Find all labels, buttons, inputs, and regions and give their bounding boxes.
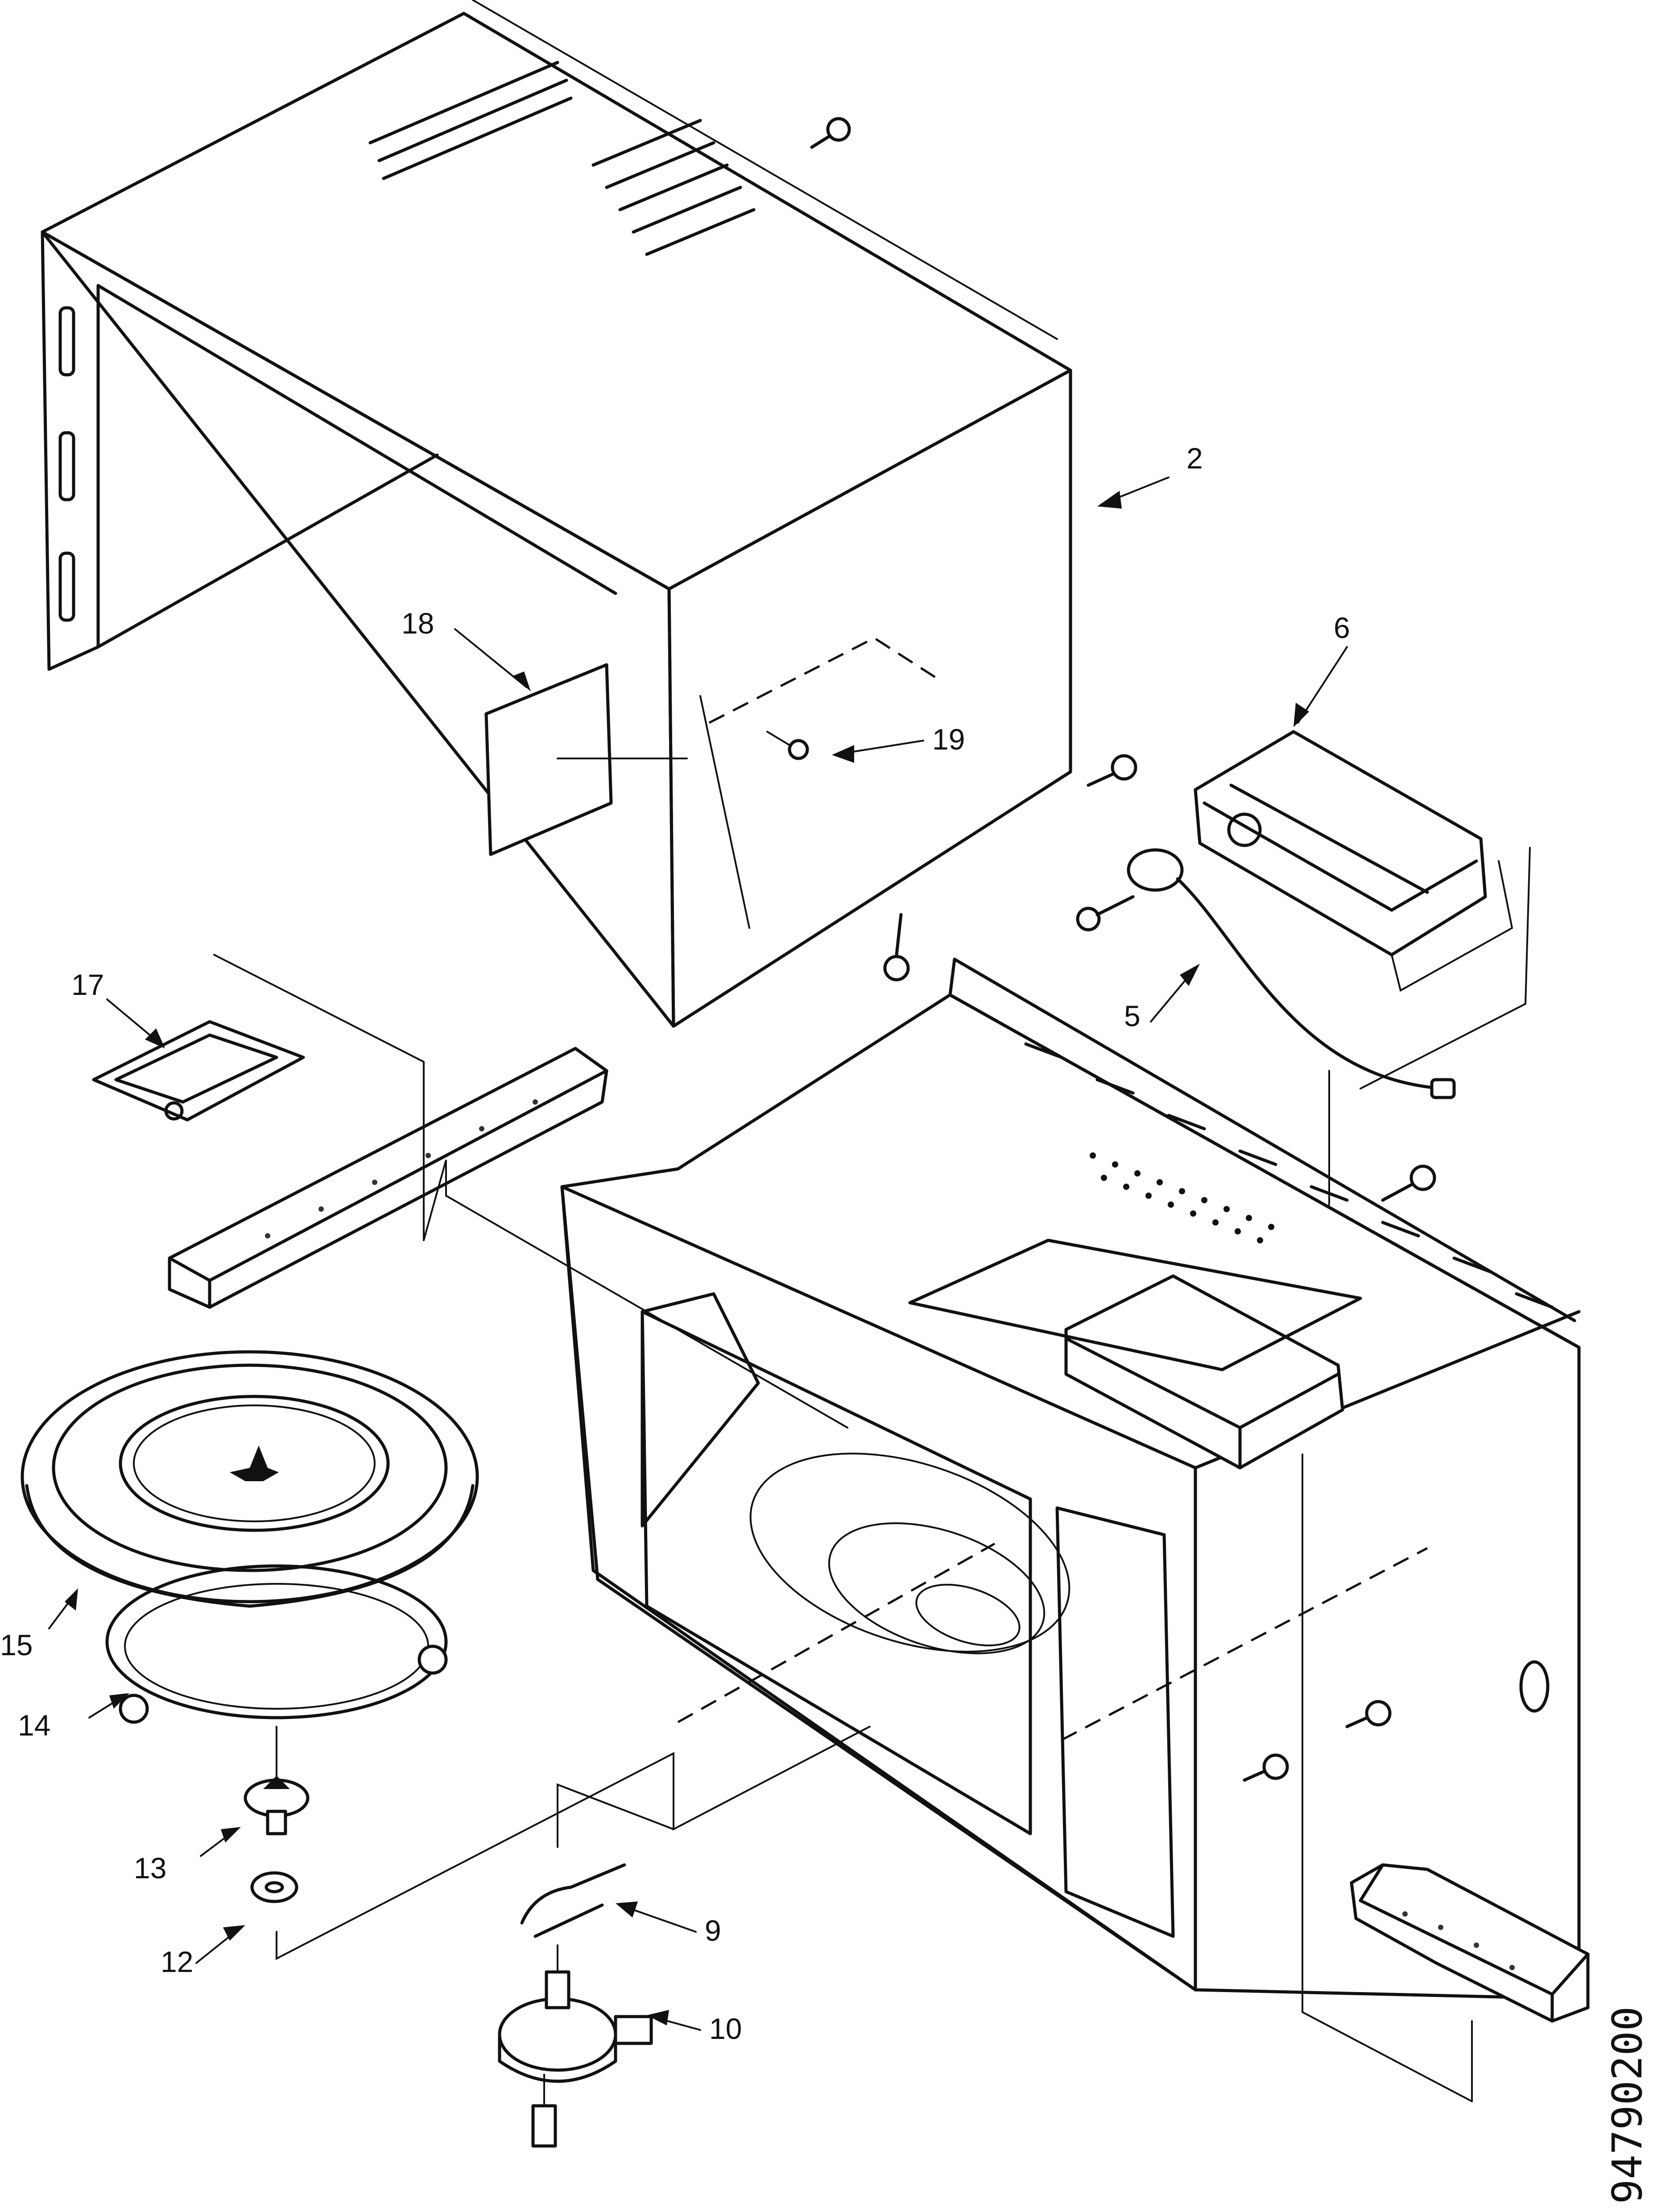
coupler-part-13 (244, 1726, 310, 1835)
screw-part-19 (766, 731, 809, 760)
spring-clip-part-9 (520, 1783, 674, 1938)
screw-icon (883, 913, 910, 982)
callout-10: 10 (709, 2012, 742, 2045)
screw-icon (1243, 1753, 1289, 1782)
callout-6: 6 (1334, 611, 1350, 644)
screw-icon (1381, 1164, 1436, 1202)
cover-plate-part-17 (92, 1020, 305, 1122)
callout-17: 17 (71, 968, 104, 1001)
cabinet-side-slots (58, 306, 75, 622)
screw-icon (1087, 754, 1137, 787)
cabinet-dashed-hidden-lines (699, 637, 938, 929)
screw-icon (1345, 1700, 1392, 1728)
document-number: 94790200 (1604, 2006, 1651, 2204)
callout-5: 5 (1124, 999, 1141, 1032)
turntable-motor-part-10 (498, 1944, 653, 2148)
callout-arrows (48, 476, 1348, 2031)
roller-ring-part-14 (105, 1564, 448, 1724)
oven-chassis (560, 957, 1581, 2001)
assembly-leader-lines (213, 847, 1531, 2102)
foam-strip-upper (168, 1047, 608, 1309)
callout-19: 19 (932, 723, 965, 756)
callout-18: 18 (401, 607, 434, 640)
callout-9: 9 (705, 1914, 721, 1947)
cabinet-vent-slots (368, 61, 756, 256)
callout-14: 14 (18, 1709, 50, 1742)
outer-cabinet-part-2 (41, 0, 1072, 1028)
callout-2: 2 (1186, 442, 1203, 475)
washer-part-12 (250, 1726, 871, 1960)
screw-icon (810, 117, 851, 149)
callout-15: 15 (0, 1628, 33, 1661)
callout-13: 13 (134, 1852, 166, 1885)
foam-strip-lower (1350, 1863, 1590, 2023)
label-plate-part-18 (484, 663, 688, 856)
thermal-switch-part-5 (1076, 848, 1456, 1099)
foam-speckles (265, 1099, 538, 1239)
callout-12: 12 (161, 1945, 193, 1978)
chassis-vent-dots (1090, 1152, 1274, 1243)
bracket-part-6 (1194, 730, 1513, 992)
turntable-part-15 (21, 1350, 479, 1608)
